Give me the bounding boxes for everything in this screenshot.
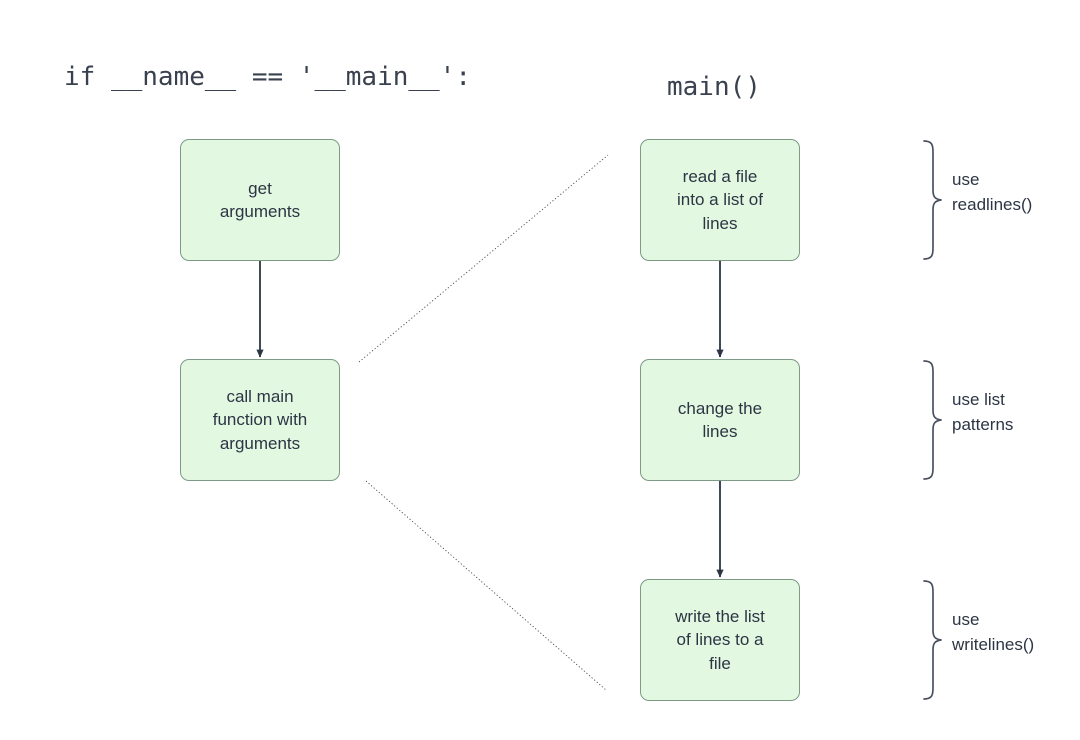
annotation-readlines: use readlines() bbox=[952, 170, 1033, 214]
node-write-file-label: write the list of lines to a file bbox=[675, 606, 765, 673]
annotation-writelines: use writelines() bbox=[952, 610, 1035, 654]
node-read-file-label: read a file into a list of lines bbox=[677, 166, 763, 233]
brace-patterns-icon bbox=[923, 360, 942, 480]
node-write-file[interactable]: write the list of lines to a file bbox=[640, 579, 800, 701]
column-heading-main-function: main() bbox=[667, 72, 761, 102]
node-get-arguments[interactable]: get arguments bbox=[180, 139, 340, 261]
node-change-lines[interactable]: change the lines bbox=[640, 359, 800, 481]
node-call-main-function[interactable]: call main function with arguments bbox=[180, 359, 340, 481]
node-call-main-function-label: call main function with arguments bbox=[212, 386, 308, 453]
column-heading-main-guard: if __name__ == '__main__': bbox=[64, 62, 471, 92]
annotation-list-patterns: use list patterns bbox=[952, 390, 1014, 434]
brace-readlines-icon bbox=[923, 140, 942, 260]
node-read-file[interactable]: read a file into a list of lines bbox=[640, 139, 800, 261]
brace-writelines-icon bbox=[923, 580, 942, 700]
node-get-arguments-label: get arguments bbox=[219, 178, 301, 221]
edge-call-main-to-main-upper bbox=[358, 154, 609, 363]
edge-call-main-to-main-lower bbox=[365, 480, 607, 691]
node-change-lines-label: change the lines bbox=[677, 398, 763, 441]
